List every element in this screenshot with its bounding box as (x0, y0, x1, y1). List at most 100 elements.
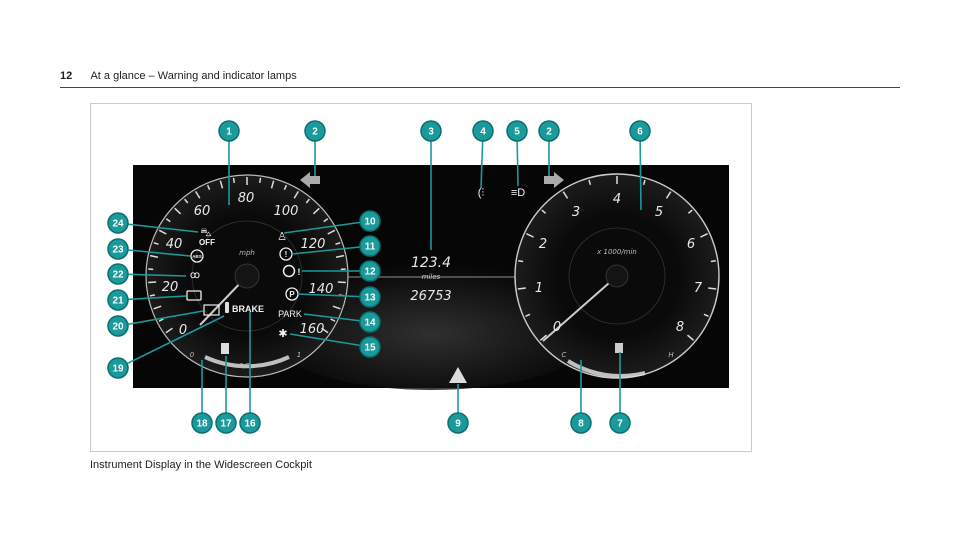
speed-labels: 0 20 40 60 80 100 120 140 160 mph 0 1/2 … (162, 191, 334, 370)
callout-badge (107, 212, 129, 234)
callout-number: 23 (112, 245, 124, 256)
speed-label: 0 (179, 323, 187, 338)
figure-frame (90, 103, 752, 452)
tachometer (514, 173, 720, 379)
gauge-tick (687, 209, 693, 214)
abs-label: ABS (192, 254, 202, 259)
gauge-tick (149, 254, 159, 259)
rpm-label: 8 (676, 320, 684, 335)
callout-number: 22 (112, 270, 124, 281)
callout-number: 18 (196, 419, 208, 430)
gauge-tick (710, 260, 716, 263)
callout-number: 17 (220, 419, 232, 430)
abs-icon (190, 249, 204, 263)
callout-badge (107, 238, 129, 260)
gauge-tick (526, 233, 534, 238)
callout-badge (538, 120, 560, 142)
callout-badge (359, 286, 381, 308)
callout-number: 8 (578, 419, 584, 430)
callout-number: 10 (364, 217, 376, 228)
gauge-tick (184, 198, 189, 204)
gauge-tick (165, 218, 171, 223)
gauge-tick (206, 184, 211, 191)
gauge-tick (518, 260, 524, 263)
callout-number: 3 (428, 127, 434, 138)
callout-number: 19 (112, 364, 124, 375)
callout-badge (107, 357, 129, 379)
rpm-label: 4 (613, 192, 621, 207)
rpm-unit: x 1000/min (596, 248, 637, 256)
callout-leader (639, 130, 642, 211)
speed-label: 160 (300, 322, 325, 337)
speed-label: 120 (301, 237, 326, 252)
gauge-tick (700, 233, 708, 238)
needle-hub (605, 264, 629, 288)
gauge-tick (541, 209, 547, 214)
callout-badge (215, 412, 237, 434)
gauge-tick (153, 241, 159, 246)
gauge-tick (232, 177, 235, 183)
page-header: 12 At a glance – Warning and indicator l… (60, 70, 297, 82)
gauge-tick (148, 281, 157, 284)
coolant-temp-icon (615, 343, 623, 353)
speed-label: 40 (166, 237, 183, 252)
gauge-tick (686, 334, 695, 341)
engine-check-icon (186, 290, 202, 301)
callout-leader (117, 248, 191, 257)
page-title: At a glance – Warning and indicator lamp… (90, 70, 297, 82)
seat-belt-icon: ♙ (277, 231, 287, 243)
callout-badge (629, 120, 651, 142)
gauge-tick (165, 327, 173, 334)
callout-leader (117, 310, 204, 327)
callout-badge (239, 412, 261, 434)
tire-pressure-mark: ! (285, 250, 288, 259)
speed-label: 100 (274, 204, 299, 219)
brake-wear-icon (225, 302, 229, 313)
callout-badge (447, 412, 469, 434)
gauge-tick (337, 281, 346, 284)
gauge-tick (332, 305, 341, 310)
gauge-tick (195, 190, 201, 199)
callout-number: 20 (112, 322, 124, 333)
fuel-gauge-bar (204, 355, 290, 369)
rpm-label: 1 (535, 281, 543, 296)
tach-needle (542, 275, 618, 342)
gauge-tick (149, 294, 156, 297)
callout-badge (570, 412, 592, 434)
callout-leader (117, 222, 199, 233)
gauge-tick (335, 241, 341, 246)
trip-distance: 123.4 (411, 255, 451, 271)
callout-leader (117, 273, 187, 277)
fuel-label: 1 (297, 351, 301, 359)
callout-number: 11 (365, 242, 376, 253)
fuel-pump-icon (221, 343, 229, 354)
rpm-label: 0 (553, 320, 561, 335)
header-rule (60, 87, 900, 88)
distance-warning-icon (449, 367, 467, 383)
fuel-label: 0 (190, 351, 195, 359)
gauge-tick (642, 179, 646, 186)
gauge-tick (327, 229, 336, 235)
callout-badge (472, 120, 494, 142)
callout-leader (283, 220, 371, 234)
gauge-tick (588, 179, 592, 186)
callout-badge (506, 120, 528, 142)
gauge-tick (323, 218, 329, 223)
rpm-label: 3 (572, 205, 580, 220)
distance-unit: miles (422, 273, 441, 281)
speedometer (145, 174, 349, 378)
callout-number: 15 (364, 343, 376, 354)
gauge-tick (312, 207, 320, 215)
callout-badge (107, 263, 129, 285)
needle-hub (234, 263, 260, 289)
tach-labels: 0 1 2 3 4 5 6 7 8 x 1000/min C H (535, 192, 703, 359)
gauge-tick (305, 198, 310, 204)
steering-icon (282, 264, 296, 278)
low-beam-icon: ≡D (511, 187, 525, 199)
gauge-tick (174, 207, 182, 215)
callout-number: 14 (364, 318, 376, 329)
rpm-label: 6 (687, 237, 695, 252)
callout-badge (609, 412, 631, 434)
